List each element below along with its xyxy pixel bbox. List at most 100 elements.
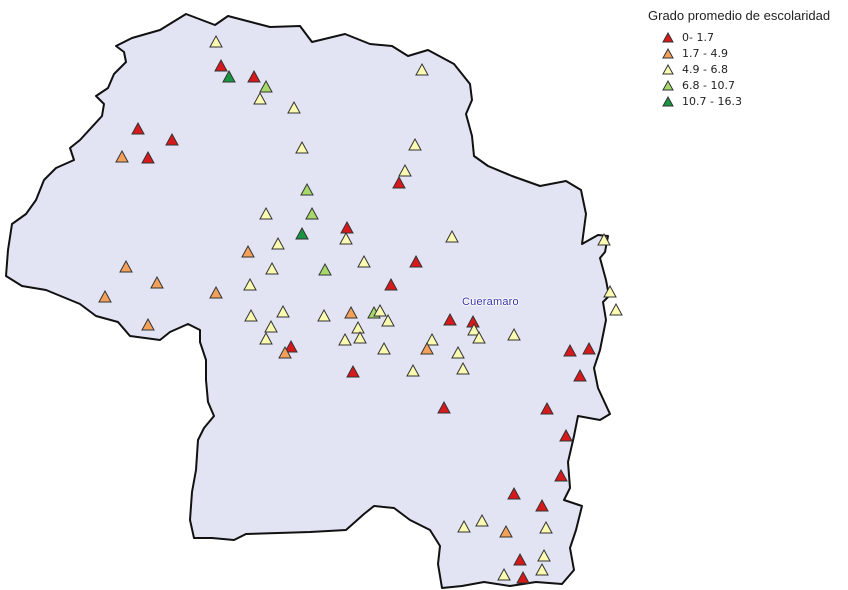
locality-marker xyxy=(247,69,261,83)
locality-marker xyxy=(209,285,223,299)
locality-marker xyxy=(537,548,551,562)
locality-marker xyxy=(437,400,451,414)
locality-marker xyxy=(287,100,301,114)
locality-marker xyxy=(300,182,314,196)
legend-label: 6.8 - 10.7 xyxy=(682,78,735,92)
legend-label: 4.9 - 6.8 xyxy=(682,62,728,76)
locality-marker xyxy=(340,220,354,234)
locality-marker xyxy=(415,62,429,76)
locality-marker xyxy=(259,331,273,345)
locality-marker xyxy=(451,345,465,359)
locality-marker xyxy=(516,570,530,584)
legend-item-class-3: 4.9 - 6.8 xyxy=(662,61,844,77)
locality-marker xyxy=(475,513,489,527)
legend-title: Grado promedio de escolaridad xyxy=(648,8,831,23)
locality-marker xyxy=(305,206,319,220)
locality-marker xyxy=(409,254,423,268)
locality-marker xyxy=(582,341,596,355)
locality-marker xyxy=(597,232,611,246)
locality-marker xyxy=(253,91,267,105)
legend-label: 0- 1.7 xyxy=(682,30,714,44)
light-green-triangle-icon xyxy=(662,79,674,90)
locality-marker xyxy=(381,313,395,327)
locality-marker xyxy=(398,163,412,177)
locality-marker xyxy=(563,343,577,357)
yellow-triangle-icon xyxy=(662,63,674,74)
locality-marker xyxy=(357,254,371,268)
locality-marker xyxy=(244,308,258,322)
locality-marker xyxy=(559,428,573,442)
orange-triangle-icon xyxy=(662,47,674,58)
locality-marker xyxy=(425,332,439,346)
locality-marker xyxy=(353,330,367,344)
locality-marker xyxy=(259,79,273,93)
locality-marker xyxy=(540,401,554,415)
locality-marker xyxy=(131,121,145,135)
legend-item-class-1: 0- 1.7 xyxy=(662,29,844,45)
locality-marker xyxy=(243,277,257,291)
locality-marker xyxy=(507,486,521,500)
locality-marker xyxy=(445,229,459,243)
locality-marker xyxy=(344,305,358,319)
locality-marker xyxy=(339,231,353,245)
locality-marker xyxy=(535,498,549,512)
locality-marker xyxy=(265,261,279,275)
locality-marker xyxy=(406,363,420,377)
legend-item-class-4: 6.8 - 10.7 xyxy=(662,77,844,93)
locality-marker xyxy=(214,58,228,72)
locality-marker xyxy=(276,304,290,318)
locality-marker xyxy=(443,312,457,326)
locality-marker xyxy=(472,330,486,344)
locality-marker xyxy=(499,524,513,538)
legend-label: 10.7 - 16.3 xyxy=(682,94,742,108)
locality-marker xyxy=(373,303,387,317)
locality-marker xyxy=(241,244,255,258)
locality-marker xyxy=(295,226,309,240)
municipality-boundary xyxy=(5,13,611,589)
locality-marker xyxy=(456,361,470,375)
locality-marker xyxy=(351,320,365,334)
legend: Grado promedio de escolaridad 0- 1.7 1.7… xyxy=(648,8,844,109)
locality-marker xyxy=(317,308,331,322)
locality-marker xyxy=(609,302,623,316)
locality-marker xyxy=(573,368,587,382)
locality-marker xyxy=(377,341,391,355)
red-triangle-icon xyxy=(662,31,674,42)
locality-marker xyxy=(165,132,179,146)
locality-marker xyxy=(141,317,155,331)
locality-marker xyxy=(259,206,273,220)
locality-marker xyxy=(222,69,236,83)
locality-marker xyxy=(346,364,360,378)
locality-marker xyxy=(603,284,617,298)
locality-markers xyxy=(98,34,623,584)
locality-marker xyxy=(98,289,112,303)
locality-marker xyxy=(535,562,549,576)
legend-label: 1.7 - 4.9 xyxy=(682,46,728,60)
locality-marker xyxy=(209,34,223,48)
locality-marker xyxy=(141,150,155,164)
locality-marker xyxy=(420,341,434,355)
locality-marker xyxy=(295,140,309,154)
locality-marker xyxy=(539,520,553,534)
locality-marker xyxy=(384,277,398,291)
locality-marker xyxy=(115,149,129,163)
place-label: Cueramaro xyxy=(462,296,519,308)
locality-marker xyxy=(119,259,133,273)
locality-marker xyxy=(284,339,298,353)
locality-marker xyxy=(507,327,521,341)
locality-marker xyxy=(497,567,511,581)
locality-marker xyxy=(278,345,292,359)
legend-item-class-5: 10.7 - 16.3 xyxy=(662,93,844,109)
locality-marker xyxy=(338,332,352,346)
locality-marker xyxy=(513,552,527,566)
locality-marker xyxy=(408,137,422,151)
dark-green-triangle-icon xyxy=(662,95,674,106)
locality-marker xyxy=(271,236,285,250)
locality-marker xyxy=(264,319,278,333)
locality-marker xyxy=(392,175,406,189)
locality-marker xyxy=(318,262,332,276)
locality-marker xyxy=(150,275,164,289)
locality-marker xyxy=(554,468,568,482)
locality-marker xyxy=(457,519,471,533)
